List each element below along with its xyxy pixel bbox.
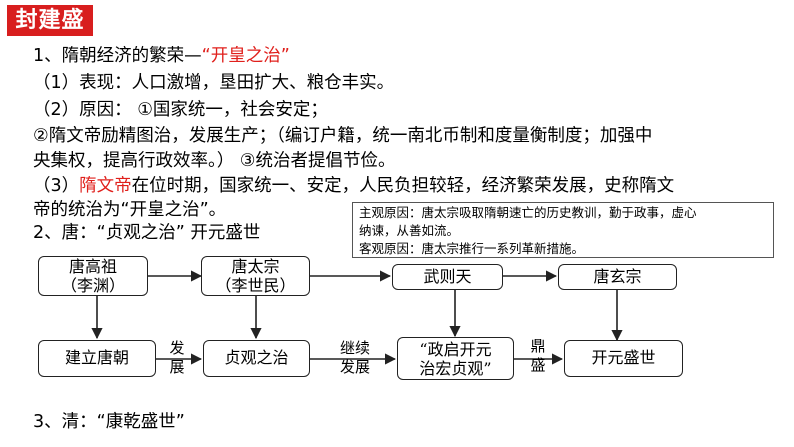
label-continue-1: 继续 xyxy=(339,339,370,357)
node-zhengqi-line-2: 治宏贞观” xyxy=(419,359,492,378)
node-tang-gaozu-name: 唐高祖 xyxy=(68,257,117,276)
label-continue-develop: 继续 发展 xyxy=(330,339,380,377)
label-develop-1: 发 xyxy=(169,339,185,357)
section1-heading: 1、隋朝经济的繁荣—“开皇之治” xyxy=(33,45,290,67)
node-wu-zetian: 武则天 xyxy=(392,264,503,290)
page-title: 封建盛世 xyxy=(7,5,93,64)
note-line-2: 纳谏，从善如流。 xyxy=(359,223,460,238)
node-tang-taizong-personal: （李世民） xyxy=(215,276,296,295)
label-peak-1: 鼎 xyxy=(530,337,546,355)
node-tang-gaozu: 唐高祖 （李渊） xyxy=(38,256,148,296)
node-zhenguan: 贞观之治 xyxy=(203,340,310,377)
section1-paragraph-4: 央集权，提高行政效率。） ③统治者提倡节俭。 xyxy=(33,151,396,171)
section1-paragraph-1: （1）表现：人口激增，垦田扩大、粮仓丰实。 xyxy=(33,73,395,93)
label-develop: 发 展 xyxy=(165,339,189,377)
node-tang-taizong: 唐太宗 （李世民） xyxy=(201,256,310,296)
section1-heading-highlight: “开皇之治” xyxy=(201,46,290,66)
section1-p5-highlight: 隋文帝 xyxy=(79,176,132,196)
label-peak: 鼎 盛 xyxy=(526,337,550,375)
label-develop-2: 展 xyxy=(169,358,185,376)
section1-p5-rest: 在位时期，国家统一、安定，人民负担较轻，经济繁荣发展，史称隋文 xyxy=(131,176,675,196)
section3-heading: 3、清：“康乾盛世” xyxy=(33,412,185,432)
note-line-1: 主观原因：唐太宗吸取隋朝速亡的历史教训，勤于政事，虚心 xyxy=(359,205,697,220)
section1-paragraph-5: （3）隋文帝在位时期，国家统一、安定，人民负担较轻，经济繁荣发展，史称隋文 xyxy=(33,175,674,197)
node-zhengqi-kaiyuan: “政启开元 治宏贞观” xyxy=(397,337,514,380)
section1-heading-prefix: 1、隋朝经济的繁荣— xyxy=(33,46,202,66)
node-tang-taizong-name: 唐太宗 xyxy=(231,257,280,276)
section1-p5-prefix: （3） xyxy=(33,176,80,196)
section2-heading: 2、唐：“贞观之治” 开元盛世 xyxy=(33,223,261,243)
cause-note-box: 主观原因：唐太宗吸取隋朝速亡的历史教训，勤于政事，虚心 纳谏，从善如流。 客观原… xyxy=(352,202,774,258)
node-tang-xuanzong: 唐玄宗 xyxy=(558,264,677,290)
node-founding-tang: 建立唐朝 xyxy=(38,340,156,377)
node-zhengqi-line-1: “政启开元 xyxy=(419,340,492,359)
label-continue-2: 发展 xyxy=(339,358,370,376)
node-kaiyuan-peak: 开元盛世 xyxy=(564,340,683,377)
note-line-3: 客观原因：唐太宗推行一系列革新措施。 xyxy=(359,241,585,256)
section1-paragraph-2: （2）原因： ①国家统一，社会安定； xyxy=(33,100,328,120)
section1-paragraph-6: 帝的统治为“开皇之治”。 xyxy=(33,200,227,220)
node-tang-gaozu-personal: （李渊） xyxy=(60,276,125,295)
section1-paragraph-3: ②隋文帝励精图治，发展生产；（编订户籍，统一南北币制和度量衡制度；加强中 xyxy=(33,126,653,146)
label-peak-2: 盛 xyxy=(530,356,546,374)
